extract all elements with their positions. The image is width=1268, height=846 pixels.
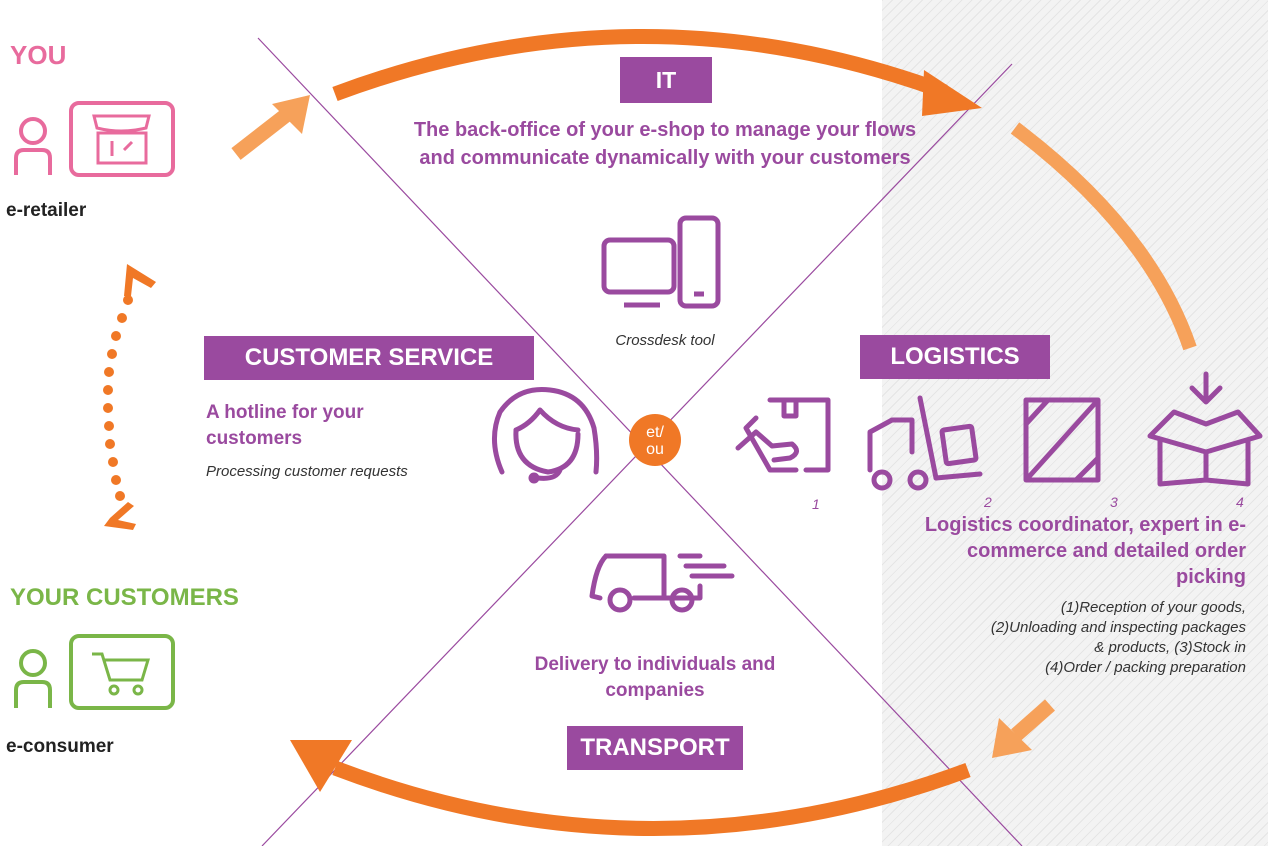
logistics-detail-line: (1)Reception of your goods, [1060, 599, 1246, 616]
transport-description: Delivery to individuals and companies [534, 654, 776, 701]
it-description: The back-office of your e-shop to manage… [413, 119, 917, 169]
step-number-3: 3 [1110, 494, 1118, 510]
you-entry-arrow [231, 95, 310, 160]
logistics-detail-line: (2)Unloading and inspecting packages [990, 619, 1246, 636]
customer-service-caption: Processing customer requests [206, 463, 408, 480]
step-number-2: 2 [984, 494, 992, 510]
logistics-title: Logistics coordinator, expert in e-comme… [924, 514, 1246, 588]
dotted-bidirectional-arrow [103, 264, 156, 530]
logistics-out-arrow [992, 699, 1055, 758]
packing-box-icon [1147, 371, 1263, 487]
et-ou-badge-text: et/ ou [629, 424, 681, 458]
logistics-detail-line: (4)Order / packing preparation [1045, 659, 1246, 676]
delivery-truck-icon [589, 553, 735, 613]
bottom-cycle-arrow [290, 740, 971, 836]
headset-agent-icon [492, 386, 600, 484]
stock-icon [1023, 397, 1101, 483]
badge-line-2: ou [646, 441, 664, 458]
cart-icon [69, 634, 175, 710]
person-icon [14, 649, 52, 708]
device-icon [601, 215, 721, 309]
e-retailer-label: e-retailer [6, 200, 87, 221]
forklift-icon [867, 395, 983, 491]
badge-line-1: et/ [646, 424, 664, 441]
crossdesk-tool-caption: Crossdesk tool [615, 332, 715, 349]
step-number-4: 4 [1236, 494, 1244, 510]
top-cycle-arrow [332, 29, 982, 116]
customer-service-header: CUSTOMER SERVICE [204, 336, 534, 380]
logistics-details: (1)Reception of your goods, (2)Unloading… [860, 598, 1246, 678]
logistics-header: LOGISTICS [860, 335, 1050, 379]
right-cycle-arc [1010, 122, 1197, 351]
shop-icon [69, 101, 175, 177]
it-header: IT [620, 57, 712, 103]
step-number-1: 1 [812, 496, 820, 512]
logistics-detail-line: & products, (3)Stock in [1094, 639, 1246, 656]
transport-header: TRANSPORT [567, 726, 743, 770]
hotline-title: A hotline for your customers [206, 402, 364, 449]
your-customers-title: YOUR CUSTOMERS [10, 584, 239, 611]
you-title: YOU [10, 40, 67, 70]
receive-box-icon [735, 397, 831, 473]
e-consumer-label: e-consumer [6, 736, 114, 757]
center-et-ou-badge [629, 414, 681, 466]
person-icon [14, 117, 52, 175]
